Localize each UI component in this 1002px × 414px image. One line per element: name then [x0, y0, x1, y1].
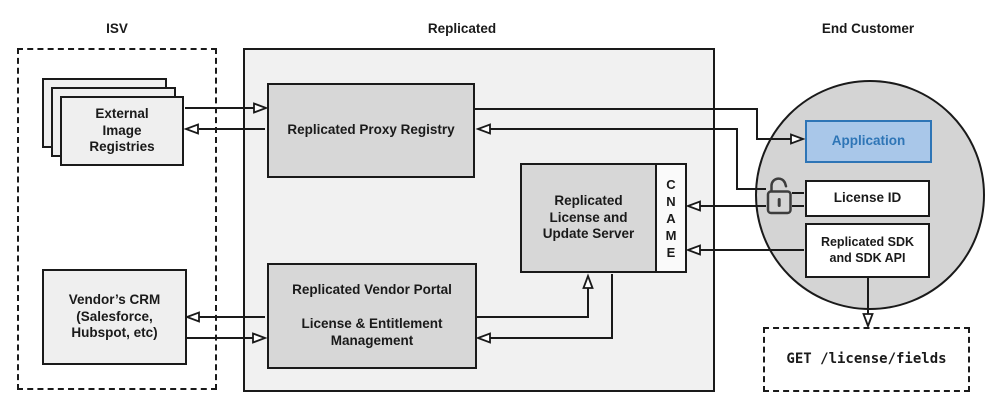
get-license-fields-label: GET /license/fields — [786, 350, 947, 367]
replicated-license-update-server-node: Replicated License and Update Server — [520, 163, 657, 273]
license-id-node: License ID — [805, 180, 930, 217]
lock-connector-stubs — [792, 192, 804, 207]
arrow-proxy-to-application — [475, 108, 806, 145]
section-label-end-customer: End Customer — [821, 21, 915, 36]
cname-label: C N A M E — [665, 176, 677, 260]
license-id-label: License ID — [833, 190, 902, 206]
isv-boundary — [17, 48, 217, 390]
external-image-registries-label: External Image Registries — [89, 105, 155, 155]
arrow-crm-to-portal — [187, 332, 268, 344]
get-license-fields-node: GET /license/fields — [763, 327, 970, 392]
application-node: Application — [805, 120, 932, 163]
section-label-isv: ISV — [106, 21, 128, 36]
arrow-registries-to-proxy — [185, 102, 269, 114]
replicated-license-update-server-label: Replicated License and Update Server — [542, 192, 635, 242]
arrow-license-to-cname — [685, 200, 766, 212]
arrow-license-to-proxy — [475, 123, 766, 190]
arrow-license-server-to-portal — [475, 274, 613, 344]
section-label-replicated: Replicated — [427, 21, 497, 36]
unlock-icon — [766, 177, 792, 215]
replicated-vendor-portal-node: Replicated Vendor Portal License & Entit… — [267, 263, 477, 369]
cname-node: C N A M E — [655, 163, 687, 273]
replicated-sdk-node: Replicated SDK and SDK API — [805, 223, 930, 278]
external-image-registries-node: External Image Registries — [60, 96, 184, 166]
arrow-portal-to-crm — [184, 311, 265, 323]
replicated-vendor-portal-label: Replicated Vendor Portal License & Entit… — [292, 282, 452, 348]
arrow-sdk-to-cname — [685, 244, 804, 256]
arrow-sdk-to-get-request — [862, 278, 874, 329]
arrow-proxy-to-registries — [183, 123, 265, 135]
replicated-proxy-registry-node: Replicated Proxy Registry — [267, 83, 475, 178]
replicated-proxy-registry-label: Replicated Proxy Registry — [287, 122, 455, 138]
vendors-crm-label: Vendor’s CRM (Salesforce, Hubspot, etc) — [68, 291, 161, 341]
application-label: Application — [831, 133, 906, 149]
replicated-sdk-label: Replicated SDK and SDK API — [820, 234, 915, 265]
vendors-crm-node: Vendor’s CRM (Salesforce, Hubspot, etc) — [42, 269, 187, 365]
arrow-portal-to-license-server — [477, 273, 594, 318]
